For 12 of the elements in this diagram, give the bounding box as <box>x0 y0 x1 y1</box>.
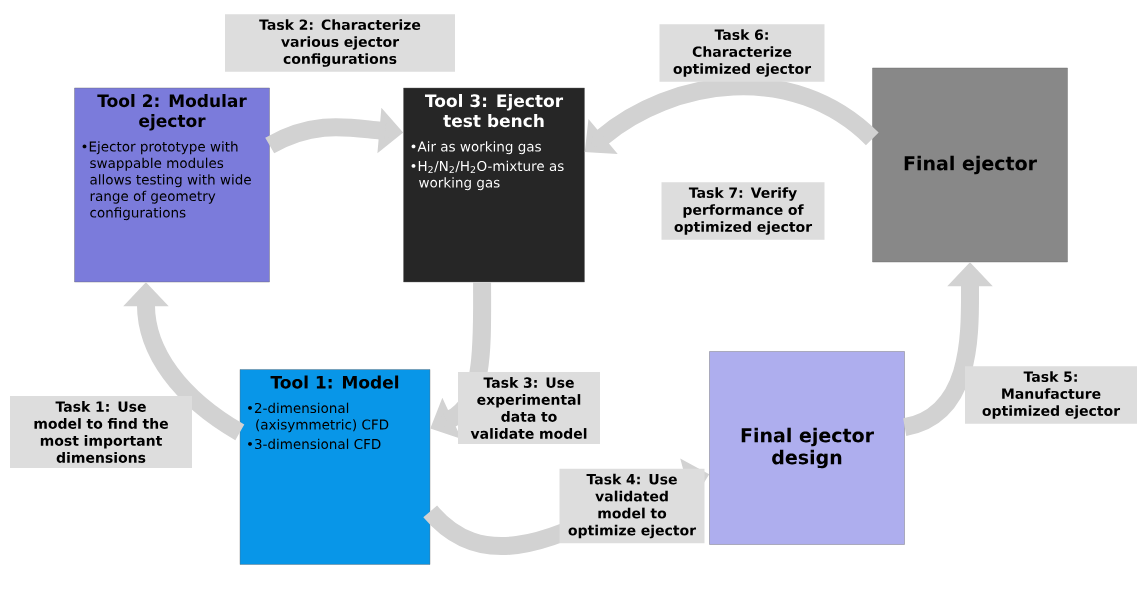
task-label: Task 3: Use experimental data to validate model <box>458 372 600 444</box>
task-label: Task 6: Characterize optimized ejector <box>659 24 825 82</box>
task-label: Task 5: Manufacture optimized ejector <box>965 366 1137 424</box>
task-label: Task 2: Characterize various ejector configurations <box>225 14 455 72</box>
process-box: Tool 1: Model •2-dimensional (axisymmetric) CFD •3-dimensional CFD <box>239 369 431 565</box>
process-box: Tool 3: Ejector test bench •Air as working gas •H$_{2}$/N$_{2}$/H$_{2}$O-mixture as working gas <box>403 87 585 283</box>
task-label: Task 7: Verify performance of optimized ejector <box>661 182 825 240</box>
process-box: Final ejector design <box>709 351 905 545</box>
task-label: Task 4: Use validated model to optimize ejector <box>559 468 705 544</box>
process-box: Tool 2: Modular ejector •Ejector prototype with swappable modules allows testing with wide range of geometry configurations <box>74 87 270 283</box>
process-box: Final ejector <box>872 67 1068 263</box>
task-label: Task 1: Use model to find the most important dimensions <box>10 396 192 468</box>
